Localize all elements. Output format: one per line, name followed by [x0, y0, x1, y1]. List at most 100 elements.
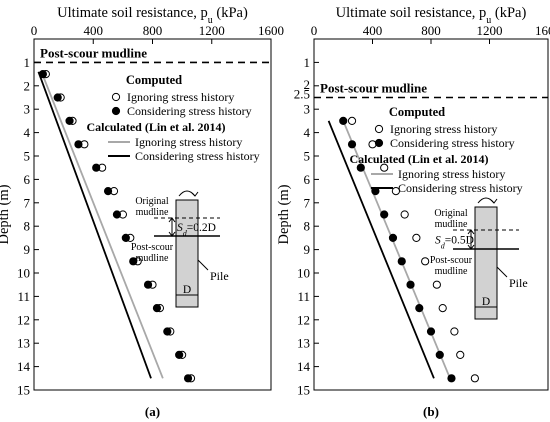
panel-a-y-tick-label: 13	[17, 336, 30, 351]
panel-a-considering-point	[38, 70, 47, 79]
panel-a-x-tick-label: 1600	[258, 23, 284, 38]
panel-a-considering-point	[175, 350, 184, 359]
panel-b-inset-arrow-head	[490, 198, 498, 204]
panel-b-considering-point	[426, 327, 436, 336]
panel-b-ignoring-point	[421, 257, 430, 266]
panel-b-considering-point	[339, 116, 348, 126]
panel-b-y-tick-label: 14	[297, 359, 311, 374]
panel-a-considering-point	[152, 304, 162, 313]
panel-a-x-axis-title: Ultimate soil resistance, pu (kPa)	[57, 5, 248, 26]
panel-b-inset-pile	[474, 206, 498, 320]
panel-b-inset-original-label-2: mudline	[435, 219, 468, 230]
panel-b-inset-post-label-2: mudline	[435, 266, 468, 277]
panel-a-inset-pile	[175, 199, 199, 308]
panel-b-legend-black-label: Considering stress history	[398, 181, 523, 195]
panel-b-x-tick-label: 1600	[535, 23, 550, 38]
panel-a-y-tick-label: 3	[24, 102, 31, 117]
panel-b-legend-calculated-title: Calculated (Lin et al. 2014)	[350, 152, 489, 166]
panel-a-y-tick-label: 8	[24, 219, 31, 234]
panel-b-y-tick-label: 10	[297, 266, 310, 281]
panel-b-considering-point	[380, 210, 389, 219]
panel-b-ignoring-point	[391, 187, 400, 196]
panel-b-y-tick-label: 15	[297, 383, 310, 398]
panel-b-post-scour-mudline-label: Post-scour mudline	[320, 81, 427, 96]
panel-a-considering-point	[53, 93, 62, 102]
panel-a-y-tick-label: 1	[24, 55, 31, 70]
panel-b-legend-computed-title: Computed	[389, 105, 445, 119]
panel-a-legend-filled-label: Considering stress history	[127, 104, 252, 118]
panel-b-considering-point	[415, 304, 424, 313]
panel-b-legend-open-label: Ignoring stress history	[390, 122, 497, 136]
panel-a-y-tick-label: 4	[24, 125, 31, 140]
panel-b-y-tick-label: 7	[304, 195, 311, 210]
panel-b-inset-dim-arrow-top	[467, 229, 475, 235]
panel-b-x-axis-title: Ultimate soil resistance, pu (kPa)	[336, 5, 527, 26]
panel-b-considering-point	[356, 163, 365, 172]
panel-a-y-tick-label: 9	[24, 242, 31, 257]
panel-b-y-tick-label: 5	[304, 149, 311, 164]
panel-b-x-tick-label: 800	[421, 23, 441, 38]
panel-a-considering-point	[129, 257, 138, 266]
panel-a-x-tick-label: 1200	[199, 23, 225, 38]
panel-b-y-tick-label: 8	[304, 219, 311, 234]
panel-a-considering-point	[74, 140, 83, 149]
panel-a-inset-original-label-2: mudline	[136, 207, 169, 218]
panel-a-considering-point	[92, 163, 101, 172]
panel-a-y-tick-label: 10	[17, 266, 30, 281]
panel-b-considering-point	[406, 280, 415, 289]
panel-a-inset-post-label-2: mudline	[136, 253, 169, 264]
panel-a-y-tick-label: 6	[24, 172, 31, 187]
panel-a-y-tick-label: 5	[24, 149, 31, 164]
panel-a-inset-original-label-1: Original	[135, 196, 169, 207]
panel-a-considering-point	[103, 187, 113, 196]
panel-b-y-tick-label: 13	[297, 336, 310, 351]
panel-b-ignoring-point	[412, 233, 421, 242]
panel-b-y-tick-label: 1	[304, 55, 311, 70]
panel-a-post-scour-mudline-label: Post-scour mudline	[40, 45, 147, 60]
panel-a-calc-considering-line	[37, 71, 152, 379]
panel-b-ignoring-point	[456, 350, 465, 359]
panel-b-ignoring-point	[368, 140, 377, 149]
panel-a-inset-dim-arrow-top	[168, 217, 176, 223]
panel-b-ignoring-point	[400, 210, 409, 219]
panel-b-inset-dim-arrow-bottom	[467, 244, 475, 250]
panel-a-considering-point	[121, 233, 130, 242]
panel-a-legend-calculated-title: Calculated (Lin et al. 2014)	[87, 120, 226, 134]
panel-a-y-tick-label: 11	[17, 289, 30, 304]
panel-b-y-tick-label: 4	[304, 125, 311, 140]
panel-a-x-tick-label: 400	[84, 23, 104, 38]
panel-a-y-tick-label: 14	[17, 359, 31, 374]
panel-b-y-tick-label: 11	[297, 289, 310, 304]
panel-a-y-tick-label: 15	[17, 383, 30, 398]
panel-a-y-tick-label: 7	[24, 195, 31, 210]
panel-a-inset-post-label-1: Post-scour	[131, 242, 174, 253]
panel-b-inset-pile-label: Pile	[509, 276, 528, 290]
panel-b-considering-point	[435, 350, 444, 359]
panel-b-legend-filled-marker	[374, 138, 384, 148]
panel-b-y-tick-label: 3	[304, 102, 311, 117]
panel-a-considering-point	[163, 327, 172, 336]
panel-b-considering-point	[397, 257, 406, 266]
panel-a-calc-ignoring-line	[40, 71, 164, 379]
panel-a-inset-pile-pointer	[197, 259, 209, 271]
panel-a-considering-point	[65, 116, 74, 126]
panel-a-legend-computed-title: Computed	[126, 73, 182, 87]
panel-b-ignoring-point	[432, 280, 441, 289]
panel-b-inset-scour-depth-label: Sd=0.5D	[435, 235, 474, 251]
panel-b-ignoring-point	[438, 304, 447, 313]
panel-b-ignoring-point	[380, 163, 389, 172]
panel-b-y-tick-label: 2	[304, 77, 311, 92]
panel-b-ignoring-point	[450, 327, 459, 336]
panel-b-considering-point	[347, 140, 357, 149]
panel-b-legend-filled-label: Considering stress history	[390, 136, 515, 150]
panel-a-inset-dim-arrow-bottom	[168, 231, 176, 237]
panel-b-y-tick-label: 9	[304, 242, 311, 257]
panel-b-x-tick-label: 0	[311, 23, 318, 38]
panel-a-considering-point	[183, 374, 193, 383]
panel-a-legend-filled-marker	[111, 106, 121, 116]
panel-b-y-tick-label: 12	[297, 312, 310, 327]
panel-a-y-axis-title: Depth (m)	[0, 184, 12, 244]
panel-b-panel-label: (b)	[423, 404, 439, 419]
panel-a-y-tick-label: 2	[24, 78, 31, 93]
